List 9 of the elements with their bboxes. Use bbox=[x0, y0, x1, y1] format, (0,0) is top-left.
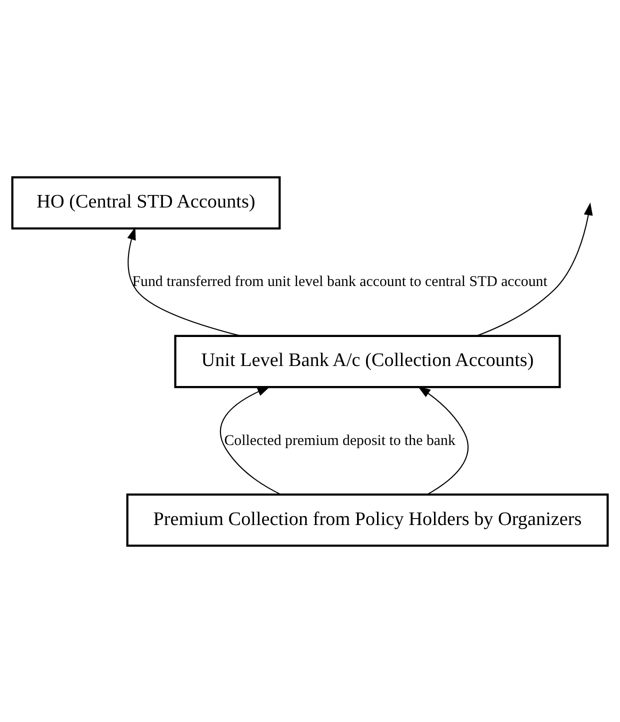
edge-label: Collected premium deposit to the bank bbox=[224, 432, 456, 448]
arrow bbox=[220, 386, 282, 495]
edge-label: Fund transferred from unit level bank account to central STD account bbox=[132, 274, 548, 290]
arrow bbox=[476, 202, 593, 336]
arrow bbox=[418, 386, 469, 494]
arrow bbox=[127, 226, 241, 336]
node-box: Unit Level Bank A/c (Collection Accounts) bbox=[174, 334, 561, 388]
node-box: HO (Central STD Accounts) bbox=[11, 176, 281, 229]
node-box: Premium Collection from Policy Holders by Organizers bbox=[126, 493, 609, 546]
